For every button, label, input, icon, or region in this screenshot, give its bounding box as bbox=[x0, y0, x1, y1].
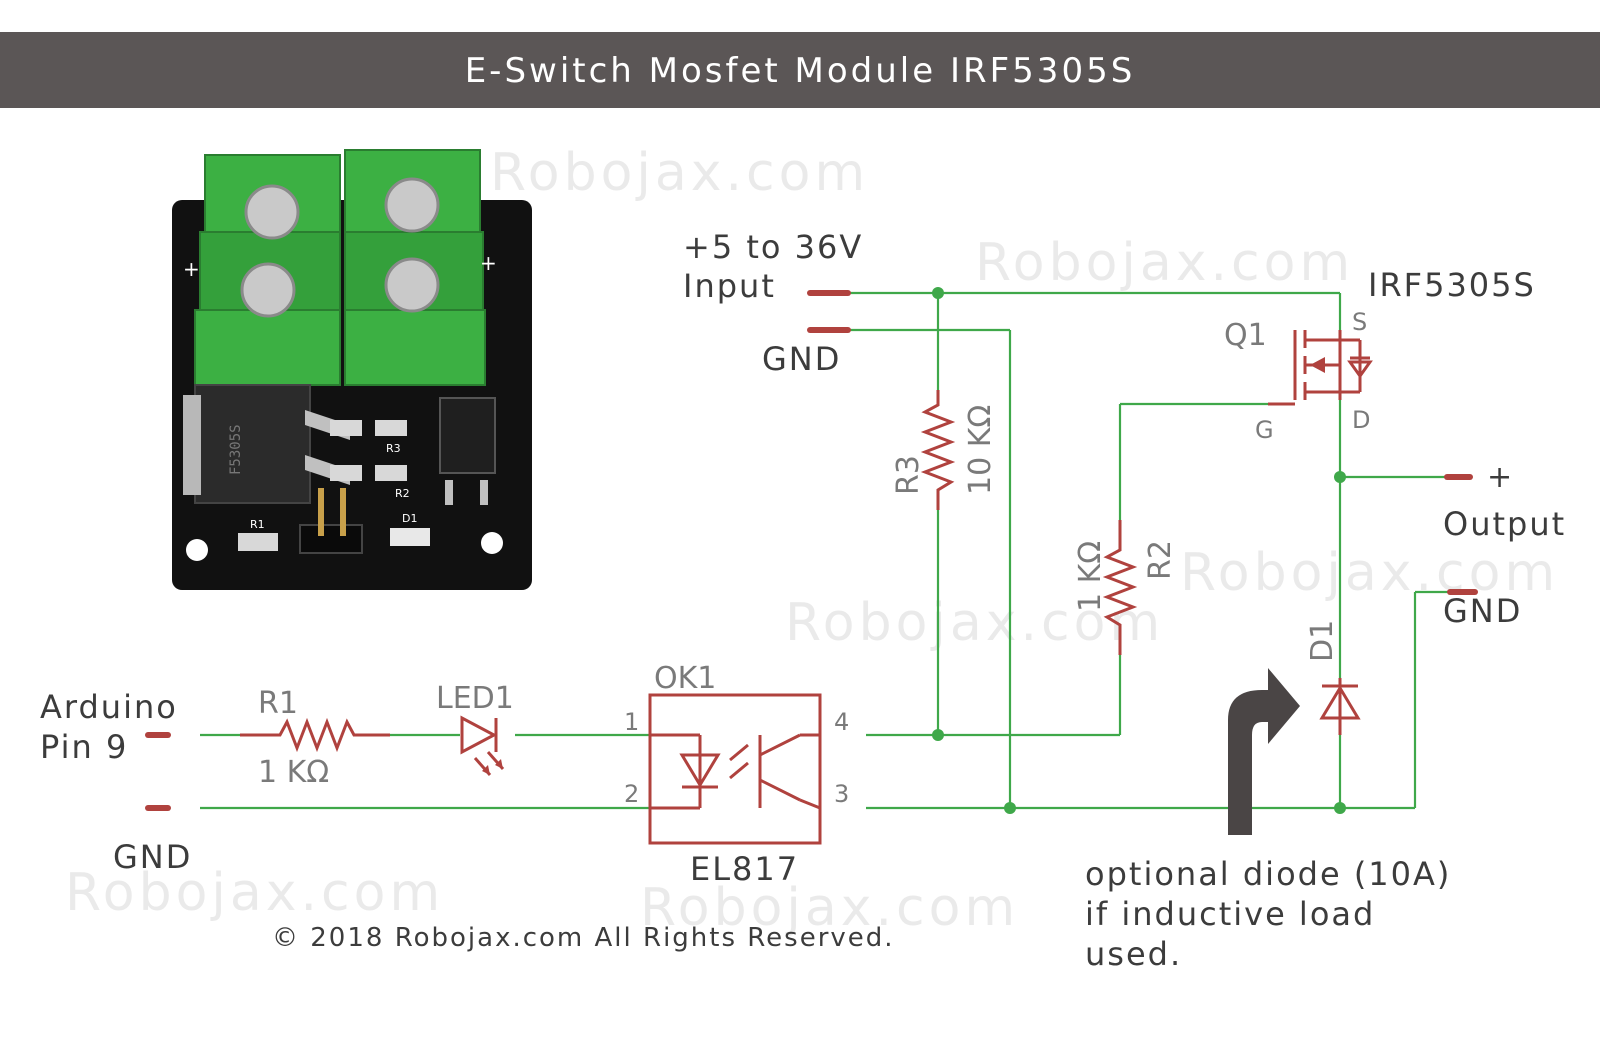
page-title: E-Switch Mosfet Module IRF5305S bbox=[465, 51, 1136, 91]
el817-label: EL817 bbox=[690, 850, 799, 888]
gnd-bottom-label: GND bbox=[113, 838, 192, 876]
q1-label: Q1 bbox=[1224, 318, 1267, 353]
resistor-r2 bbox=[1102, 520, 1138, 655]
watermark: Robojax.com bbox=[640, 878, 1019, 938]
watermark: Robojax.com bbox=[785, 593, 1164, 653]
junction-dot bbox=[1004, 802, 1016, 814]
note-line-2: if inductive load bbox=[1085, 895, 1375, 933]
pin-d-label: D bbox=[1352, 406, 1370, 434]
silk-plus: + bbox=[480, 251, 497, 275]
pin1-label: 1 bbox=[624, 708, 639, 736]
junction-dot bbox=[1334, 802, 1346, 814]
wires bbox=[200, 291, 1450, 810]
mosfet-part-label: IRF5305S bbox=[1368, 266, 1536, 304]
input-voltage-label: +5 to 36V bbox=[683, 228, 863, 266]
watermark: Robojax.com bbox=[65, 863, 444, 923]
pin9-label: Pin 9 bbox=[40, 728, 128, 766]
note-line-1: optional diode (10A) bbox=[1085, 855, 1451, 893]
optocoupler-package bbox=[439, 397, 496, 474]
output-plus-label: + bbox=[1487, 460, 1514, 495]
title-bar bbox=[0, 32, 1600, 108]
screw-icon bbox=[244, 184, 300, 240]
junction-dot bbox=[932, 287, 944, 299]
pin-header bbox=[299, 524, 363, 554]
module-board-image: + + F5305S R3 R2 R1 D1 bbox=[172, 149, 532, 590]
smd-resistor bbox=[375, 420, 407, 436]
watermark: Robojax.com bbox=[975, 233, 1354, 293]
pin4-label: 4 bbox=[834, 708, 849, 736]
junction-dot bbox=[932, 729, 944, 741]
silk-plus: + bbox=[183, 257, 200, 281]
mosfet-q1-symbol bbox=[1268, 330, 1373, 406]
screw-icon bbox=[384, 257, 440, 313]
r1-value-label: 1 KΩ bbox=[258, 755, 329, 790]
r1-label: R1 bbox=[258, 686, 298, 721]
smd-resistor bbox=[238, 533, 278, 551]
screw-icon bbox=[240, 262, 296, 318]
gnd-top-label: GND bbox=[762, 340, 841, 378]
heat-tab bbox=[183, 395, 201, 495]
r3-label: R3 bbox=[891, 455, 926, 495]
diode-d1 bbox=[1319, 678, 1361, 735]
smd-resistor bbox=[330, 420, 362, 436]
pin-g-label: G bbox=[1255, 416, 1274, 444]
pin-s-label: S bbox=[1352, 308, 1367, 336]
ok1-label: OK1 bbox=[654, 661, 716, 696]
smd-resistor bbox=[330, 465, 362, 481]
pointer-arrow-icon bbox=[1228, 668, 1300, 835]
mounting-hole bbox=[481, 532, 503, 554]
silk-r2: R2 bbox=[395, 487, 410, 500]
smd-resistor bbox=[375, 465, 407, 481]
pin3-label: 3 bbox=[834, 780, 849, 808]
copyright-text: © 2018 Robojax.com All Rights Reserved. bbox=[272, 923, 895, 953]
mosfet-package bbox=[194, 384, 311, 504]
r3-value-label: 10 KΩ bbox=[963, 405, 998, 495]
smd-led bbox=[390, 528, 430, 546]
chip-marking: F5305S bbox=[228, 424, 244, 475]
pin2-label: 2 bbox=[624, 780, 639, 808]
resistor-r1 bbox=[240, 717, 390, 753]
screw-icon bbox=[384, 177, 440, 233]
note-line-3: used. bbox=[1085, 935, 1182, 973]
mounting-hole bbox=[186, 539, 208, 561]
r2-label: R2 bbox=[1143, 540, 1178, 580]
junction-dot bbox=[1334, 471, 1346, 483]
input-label: Input bbox=[683, 267, 776, 305]
led1-label: LED1 bbox=[436, 681, 514, 716]
r2-value-label: 1 KΩ bbox=[1073, 541, 1108, 612]
terminal-block bbox=[194, 149, 486, 386]
silk-r1: R1 bbox=[250, 518, 265, 531]
gnd-output-label: GND bbox=[1443, 592, 1522, 630]
watermark: Robojax.com bbox=[1180, 543, 1559, 603]
optocoupler-ok1 bbox=[648, 693, 822, 845]
output-label: Output bbox=[1443, 505, 1566, 543]
led1-symbol bbox=[460, 715, 505, 776]
silk-d1: D1 bbox=[402, 512, 417, 525]
resistor-r3 bbox=[920, 390, 956, 510]
arduino-label: Arduino bbox=[40, 688, 178, 726]
watermark: Robojax.com bbox=[490, 143, 869, 203]
d1-label: D1 bbox=[1305, 620, 1340, 662]
silk-r3: R3 bbox=[386, 442, 401, 455]
